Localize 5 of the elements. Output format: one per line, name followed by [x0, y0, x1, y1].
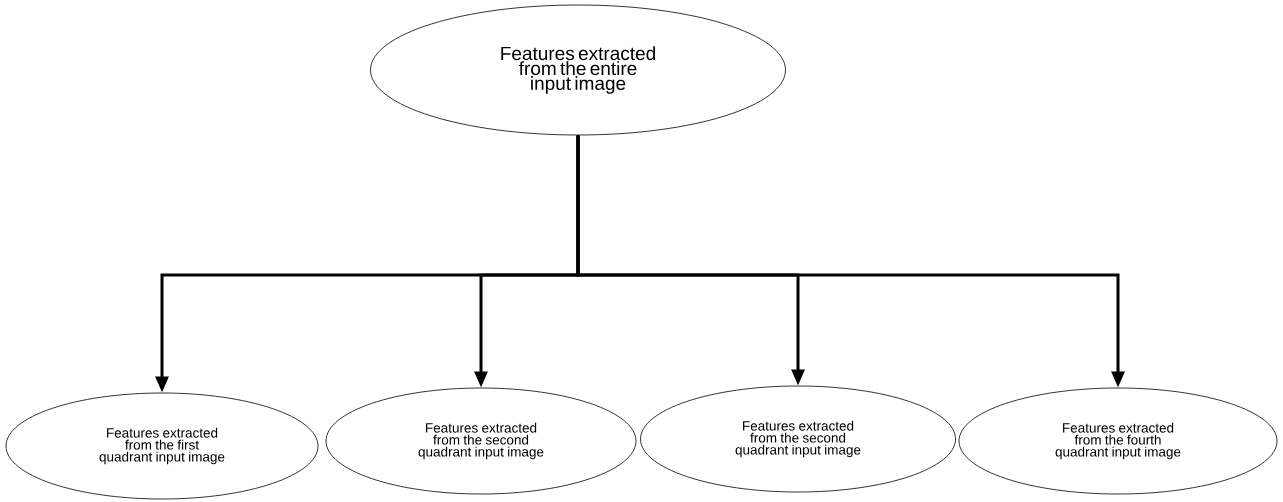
- ellipse-node: Features extracted from the second quadrant input image: [325, 387, 637, 495]
- ellipse-node: Features extracted from the second quadrant input image: [640, 385, 956, 493]
- ellipse-node: Features extracted from the fourth quadrant input image: [958, 387, 1278, 495]
- ellipse-node: Features extracted from the first quadrant input image: [5, 392, 319, 500]
- ellipse-node: Features extracted from the entire input image: [370, 4, 786, 136]
